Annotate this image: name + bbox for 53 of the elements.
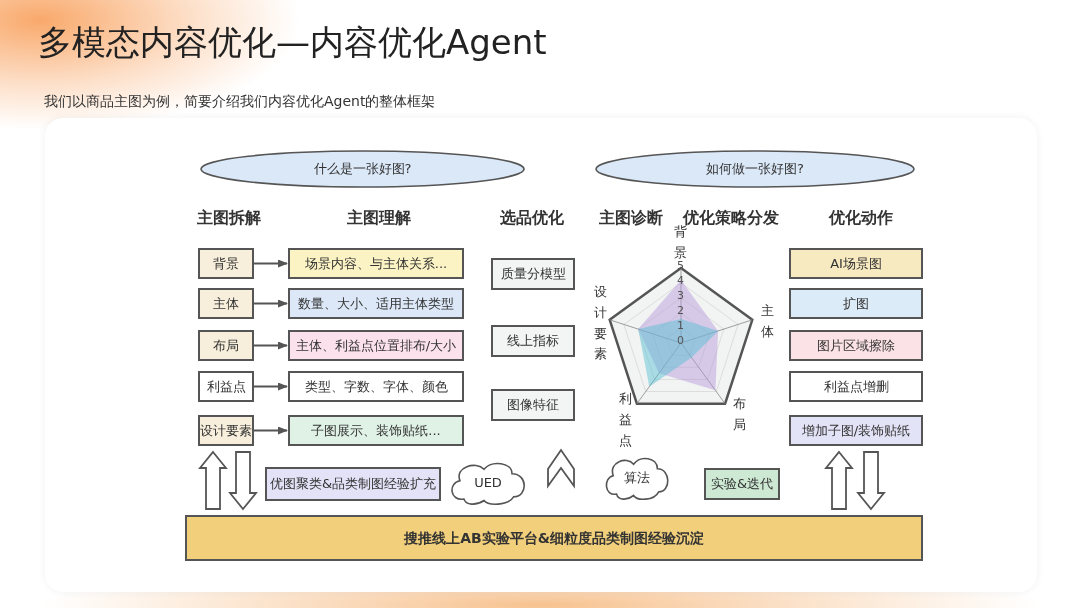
description-box: 场景内容、与主体关系... xyxy=(288,248,464,279)
category-box: 设计要素 xyxy=(198,415,254,446)
block-arrow xyxy=(198,450,228,510)
tick-label: 0 xyxy=(677,334,684,348)
description-box: 类型、字数、字体、颜色 xyxy=(288,371,464,402)
process-box: 实验&迭代 xyxy=(704,468,780,500)
action-box: 利益点增删 xyxy=(789,371,923,402)
platform-bar: 搜推线上AB实验平台&细粒度品类制图经验沉淀 xyxy=(185,515,923,561)
arrow xyxy=(253,299,288,308)
cloud-shape: 算法 xyxy=(603,455,671,501)
method-box: 线上指标 xyxy=(491,325,575,357)
column-heading: 主图诊断 xyxy=(599,208,663,228)
action-box: 图片区域擦除 xyxy=(789,330,923,361)
category-box: 背景 xyxy=(198,248,254,279)
tick-label: 4 xyxy=(677,274,684,288)
arrow xyxy=(253,341,288,350)
block-arrow xyxy=(856,451,886,511)
axis-label: 利益点 xyxy=(619,390,632,450)
axis-label: 布局 xyxy=(733,395,746,434)
method-box: 质量分模型 xyxy=(491,258,575,290)
column-heading: 主图理解 xyxy=(347,208,411,228)
tick-label: 3 xyxy=(677,289,684,303)
axis-label: 设计要素 xyxy=(594,283,607,364)
arrow xyxy=(253,426,288,435)
arrow xyxy=(253,382,288,391)
slide-title: 多模态内容优化—内容优化Agent xyxy=(38,21,547,64)
block-arrow xyxy=(547,448,575,489)
column-heading: 主图拆解 xyxy=(197,208,261,228)
question-ellipse: 什么是一张好图? xyxy=(200,150,525,188)
method-box: 图像特征 xyxy=(491,389,575,421)
axis-label: 主体 xyxy=(761,302,774,341)
arrow xyxy=(253,259,288,268)
block-arrow xyxy=(228,451,258,511)
process-box: 优图聚类&品类制图经验扩充 xyxy=(265,467,441,501)
description-box: 主体、利益点位置排布/大小 xyxy=(288,330,464,361)
axis-label: 背景 xyxy=(674,224,687,261)
block-arrow xyxy=(824,450,854,510)
subtitle-text: 我们以商品主图为例，简要介绍我们内容优化Agent的整体框架 xyxy=(44,93,436,110)
column-heading: 优化动作 xyxy=(829,208,893,228)
column-heading: 选品优化 xyxy=(500,208,564,228)
tick-label: 1 xyxy=(677,319,684,333)
action-box: 扩图 xyxy=(789,288,923,319)
cloud-shape: UED xyxy=(448,460,528,506)
category-box: 利益点 xyxy=(198,371,254,402)
category-box: 主体 xyxy=(198,288,254,319)
question-ellipse: 如何做一张好图? xyxy=(595,150,915,188)
description-box: 子图展示、装饰贴纸... xyxy=(288,415,464,446)
category-box: 布局 xyxy=(198,330,254,361)
column-heading: 优化策略分发 xyxy=(683,208,779,227)
action-box: 增加子图/装饰贴纸 xyxy=(789,415,923,446)
action-box: AI场景图 xyxy=(789,248,923,279)
tick-label: 2 xyxy=(677,304,684,318)
description-box: 数量、大小、适用主体类型 xyxy=(288,288,464,319)
